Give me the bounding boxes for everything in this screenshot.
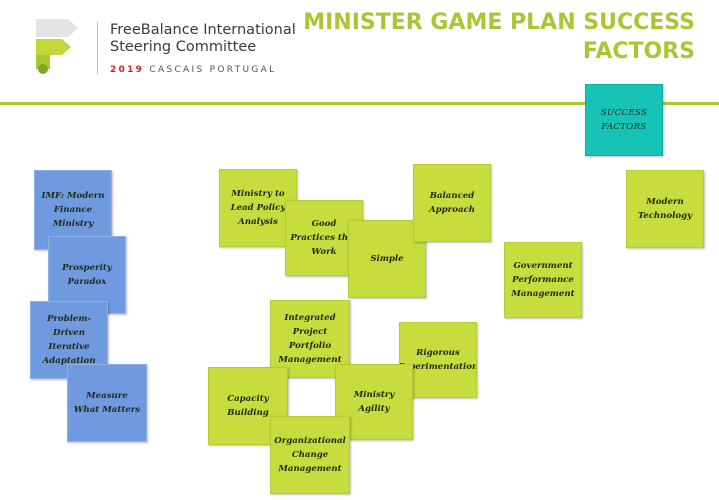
note-modern-technology-text: Modern Technology [637, 197, 693, 221]
org-name: FreeBalance International Steering Commi… [110, 22, 310, 56]
page-title: MINISTER GAME PLAN SUCCESS FACTORS [303, 10, 695, 64]
note-ministry-agility-text: Ministry Agility [353, 390, 395, 414]
freebalance-logo-icon [36, 19, 78, 74]
org-name-line2: Steering Committee [110, 39, 257, 55]
note-balanced-approach[interactable]: Balanced Approach [413, 164, 491, 242]
note-imf-modern-text: IMF: Modern Finance Ministry [41, 191, 105, 229]
note-ministry-to-lead[interactable]: Ministry to Lead Policy Analysis [219, 169, 297, 247]
note-organizational-change-text: Organizational Change Management [274, 436, 346, 474]
note-capacity-building-text: Capacity Building [227, 394, 269, 418]
note-simple-text: Simple [370, 254, 404, 264]
note-measure-what-matters-text: Measure What Matters [73, 391, 141, 415]
note-ministry-to-lead-text: Ministry to Lead Policy Analysis [230, 189, 286, 227]
note-problem-driven[interactable]: Problem-Driven Iterative Adaptation [30, 301, 108, 379]
logo-divider [97, 22, 98, 74]
note-measure-what-matters[interactable]: Measure What Matters [67, 364, 147, 442]
note-modern-technology[interactable]: Modern Technology [626, 170, 704, 248]
note-prosperity-paradox-text: Prosperity Paradox [62, 263, 112, 287]
note-ministry-agility[interactable]: Ministry Agility [335, 364, 413, 440]
note-balanced-approach-text: Balanced Approach [429, 191, 475, 215]
note-rigorous-experimentation-text: Rigorous Experimentation [399, 348, 477, 372]
note-success-factors-text: SUCCESS FACTORS [600, 108, 648, 132]
note-government-performance-text: Government Performance Management [511, 261, 575, 299]
header-rule [0, 102, 719, 105]
note-government-performance[interactable]: Government Performance Management [504, 242, 582, 318]
note-success-factors[interactable]: SUCCESS FACTORS [585, 84, 663, 156]
event-place: CASCAIS PORTUGAL [149, 65, 277, 75]
note-problem-driven-text: Problem-Driven Iterative Adaptation [42, 314, 96, 366]
note-integrated-project-text: Integrated Project Portfolio Management [278, 313, 342, 365]
event-year: 2019 [110, 65, 145, 75]
note-organizational-change[interactable]: Organizational Change Management [270, 416, 350, 494]
note-good-practices-text: Good Practices that Work [290, 219, 358, 257]
event-line: 2019 CASCAIS PORTUGAL [110, 65, 276, 75]
org-name-line1: FreeBalance International [110, 22, 296, 38]
